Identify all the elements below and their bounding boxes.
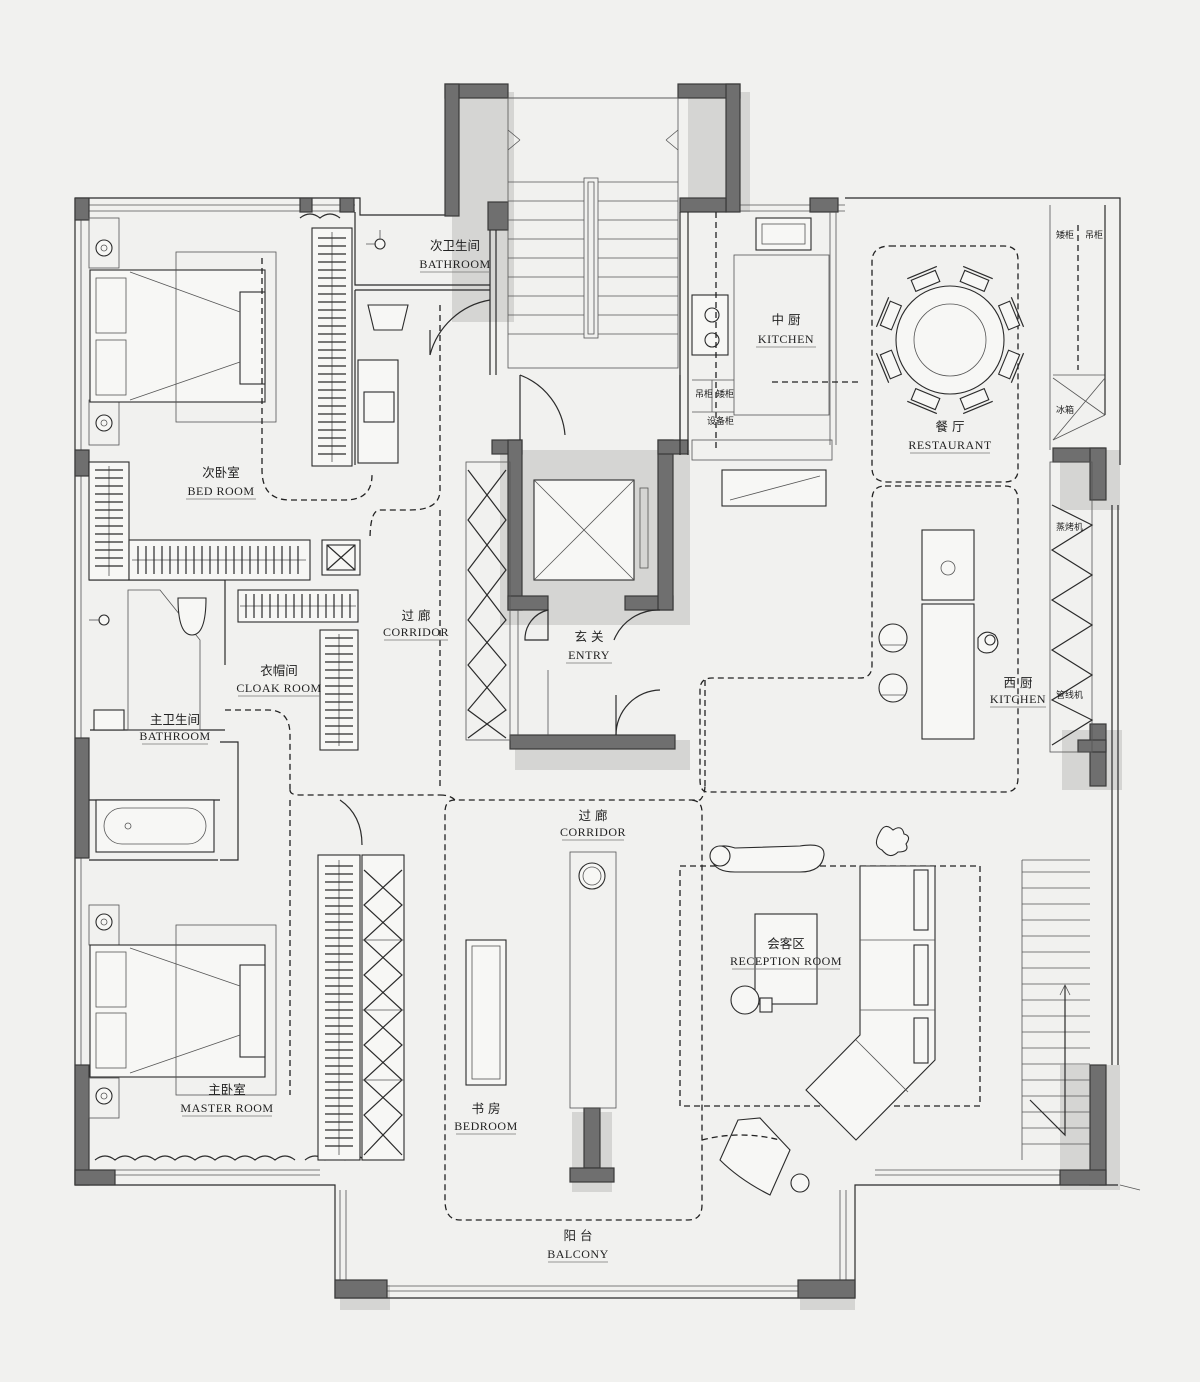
walls <box>74 83 1107 1299</box>
guest-bathroom-fixtures <box>357 230 491 464</box>
guest-bathroom-cn: 次卫生间 <box>430 238 480 253</box>
dining-fixtures <box>871 245 1025 483</box>
entry-fixtures <box>465 374 681 741</box>
master-bathroom-cn: 主卫生间 <box>150 712 200 727</box>
stairs-upper <box>507 97 679 369</box>
bedroom-cn: 次卧室 <box>202 465 240 480</box>
entry-cn: 玄 关 <box>575 629 604 644</box>
corridor-upper-cn: 过 廊 <box>402 608 431 623</box>
reception-cn: 会客区 <box>767 936 805 951</box>
reception-furniture <box>679 825 981 1196</box>
low-cabinet-label-2: 矮柜 <box>1056 229 1074 241</box>
guest-bathroom-en: BATHROOM <box>419 257 490 271</box>
kitchen-en: KITCHEN <box>758 332 814 346</box>
master-room-en: MASTER ROOM <box>180 1101 273 1115</box>
room-labels: 次卫生间 BATHROOM 中 厨 KITCHEN 餐 厅 RESTAURANT… <box>139 238 1046 1261</box>
western-kitchen-en: KITCHEN <box>990 692 1046 706</box>
master-room-cn: 主卧室 <box>208 1082 246 1097</box>
restaurant-cn: 餐 厅 <box>936 419 965 434</box>
stairs-lower <box>1021 859 1090 1160</box>
corridor-upper-en: CORRIDOR <box>383 625 449 639</box>
study-cn: 书 房 <box>472 1101 501 1116</box>
island <box>699 485 1019 793</box>
restaurant-en: RESTAURANT <box>908 438 992 452</box>
hanging-cabinet-label-2: 吊柜 <box>1085 229 1103 241</box>
pipe-machine-label: 管线机 <box>1056 689 1083 701</box>
cloak-room-furniture <box>225 589 359 790</box>
master-bathroom-fixtures <box>89 589 215 853</box>
bedroom-en: BED ROOM <box>187 484 254 498</box>
elevator <box>533 479 649 581</box>
outer-walls <box>74 197 1141 1299</box>
corridor-lower-en: CORRIDOR <box>560 825 626 839</box>
secondary-bedroom-furniture <box>88 213 373 581</box>
steam-oven-label: 蒸烤机 <box>1056 521 1083 533</box>
kitchen-fixtures: 吊柜 矮柜 设备柜 <box>691 212 860 507</box>
cloak-room-en: CLOAK ROOM <box>236 681 321 695</box>
kitchen-cn: 中 厨 <box>772 312 801 327</box>
cloak-room-cn: 衣帽间 <box>260 663 298 678</box>
western-kitchen-cn: 西 厨 <box>1004 675 1033 690</box>
study-en: BEDROOM <box>454 1119 518 1133</box>
corridor-paths <box>289 305 706 1221</box>
master-bathroom-en: BATHROOM <box>139 729 210 743</box>
reception-en: RECEPTION ROOM <box>730 954 842 968</box>
entry-en: ENTRY <box>568 648 610 662</box>
study-furniture <box>465 851 617 1109</box>
balcony-en: BALCONY <box>547 1247 609 1261</box>
corridor-lower-cn: 过 廊 <box>579 808 608 823</box>
label-underlines <box>142 271 1046 1263</box>
master-bedroom-furniture <box>88 799 405 1161</box>
fridge-label: 冰箱 <box>1056 404 1074 416</box>
hanging-cabinet-label-1: 吊柜 <box>695 388 713 400</box>
right-cabinets: 矮柜 吊柜 冰箱 蒸烤机 管线机 <box>1049 225 1106 753</box>
equipment-cabinet-label: 设备柜 <box>707 415 734 427</box>
low-cabinet-label-1: 矮柜 <box>716 388 734 400</box>
balcony-cn: 阳 台 <box>564 1228 593 1243</box>
